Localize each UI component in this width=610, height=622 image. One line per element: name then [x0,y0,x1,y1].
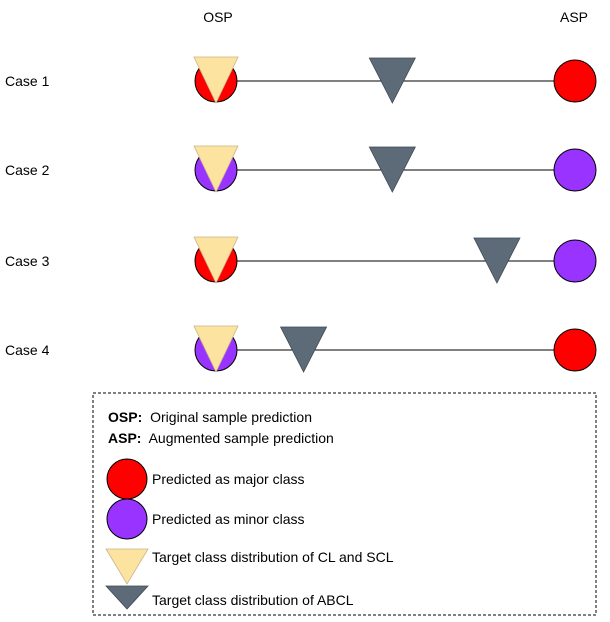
cl-scl-target-triangle-icon [193,236,239,284]
legend-asp-key: ASP: [108,430,141,446]
abcl-target-triangle-icon [473,237,521,284]
asp-prediction-circle-icon [553,239,597,283]
case-label: Case 3 [5,253,50,269]
legend-minor-circle-icon [106,498,148,540]
case-label: Case 2 [5,162,50,178]
asp-prediction-circle-icon [553,59,597,103]
legend-osp-text: Original sample prediction [150,409,312,425]
legend-asp-text: Augmented sample prediction [149,430,334,446]
legend-osp-line: OSP: Original sample prediction [108,409,312,425]
legend-major-circle-icon [106,458,148,500]
asp-column-header: ASP [560,9,588,25]
osp-column-header: OSP [203,9,233,25]
case-rows: Case 1 Case 2 Case 3 Case 4 [5,56,597,373]
legend-box [92,392,597,616]
legend-asp-line: ASP: Augmented sample prediction [108,430,334,446]
case-label: Case 1 [5,73,50,89]
asp-prediction-circle-icon [553,328,597,372]
case-label: Case 4 [5,342,50,358]
cl-scl-target-triangle-icon [193,56,239,104]
legend-abcl-triangle-icon [105,585,149,610]
cl-scl-target-triangle-icon [193,145,239,193]
legend-cl-scl-text: Target class distribution of CL and SCL [152,549,394,565]
abcl-target-triangle-icon [368,146,416,193]
legend-osp-key: OSP: [108,409,142,425]
legend-major-text: Predicted as major class [152,471,305,487]
legend-abcl-text: Target class distribution of ABCL [152,592,354,608]
asp-prediction-circle-icon [553,148,597,192]
legend-minor-text: Predicted as minor class [152,511,305,527]
abcl-target-triangle-icon [279,326,328,373]
abcl-target-triangle-icon [368,57,416,104]
legend-cl-scl-triangle-icon [105,548,149,585]
cl-scl-target-triangle-icon [193,325,239,373]
